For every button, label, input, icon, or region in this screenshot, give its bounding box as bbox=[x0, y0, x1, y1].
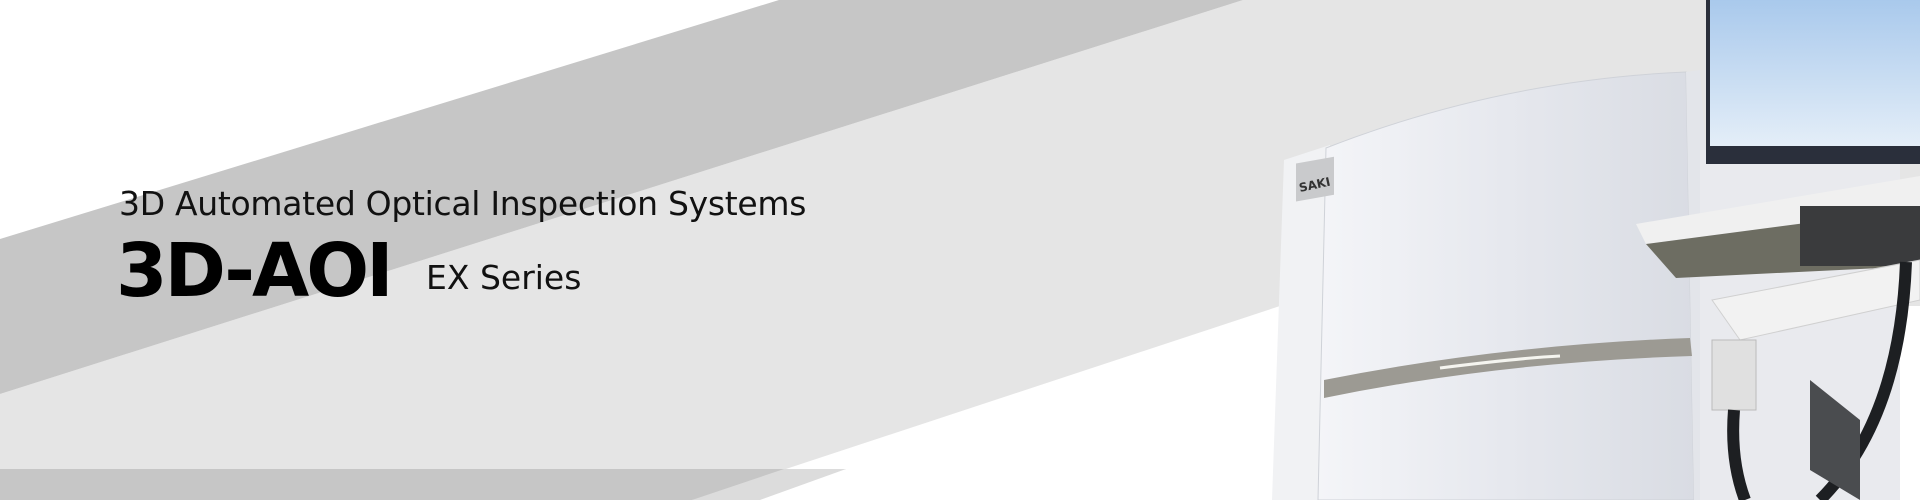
cabinet-door bbox=[1317, 71, 1695, 500]
cabinet-side bbox=[1272, 145, 1330, 500]
cable-left bbox=[1727, 409, 1751, 500]
monitor-screen bbox=[1710, 0, 1920, 146]
bottom-strip-light bbox=[692, 469, 846, 500]
hero-series: EX Series bbox=[426, 258, 582, 297]
bottom-strip bbox=[0, 469, 846, 500]
side-panel bbox=[1810, 380, 1860, 500]
logo-plate bbox=[1296, 156, 1334, 202]
keyboard-tray bbox=[1800, 206, 1920, 266]
door-handle bbox=[1324, 338, 1692, 398]
handle-highlight bbox=[1439, 354, 1561, 370]
machine-image: SAKI bbox=[1272, 0, 1920, 500]
arm-joint bbox=[1711, 339, 1757, 411]
support-arm bbox=[1711, 259, 1920, 341]
dark-band bbox=[0, 0, 1243, 394]
shelf-top bbox=[1636, 176, 1920, 244]
saki-logo: SAKI bbox=[1298, 175, 1332, 195]
hero-title: 3D-AOI bbox=[116, 228, 394, 314]
hero-subtitle: 3D Automated Optical Inspection Systems bbox=[119, 184, 807, 223]
